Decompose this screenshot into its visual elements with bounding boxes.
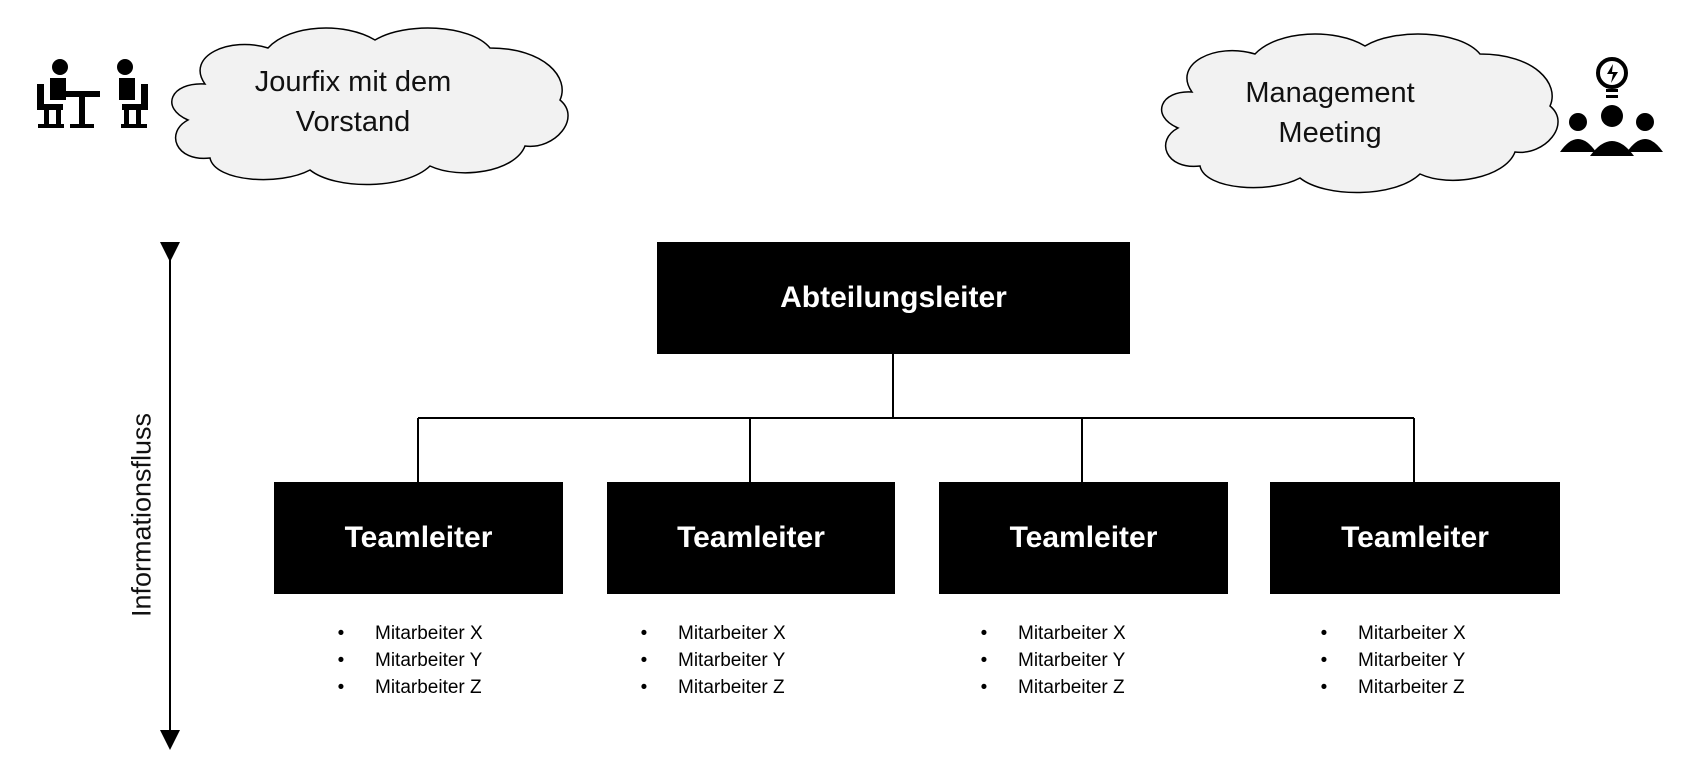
team-box-3: Teamleiter [939, 482, 1228, 594]
member-list-3: Mitarbeiter X Mitarbeiter Y Mitarbeiter … [976, 620, 1126, 701]
cloud-right-shape [1160, 33, 1559, 194]
list-item: Mitarbeiter Y [1316, 647, 1466, 674]
list-item: Mitarbeiter X [976, 620, 1126, 647]
meeting-table-icon [37, 59, 148, 128]
list-item: Mitarbeiter Z [636, 674, 786, 701]
list-item: Mitarbeiter Z [333, 674, 483, 701]
team-box-4: Teamleiter [1270, 482, 1560, 594]
list-item: Mitarbeiter Y [976, 647, 1126, 674]
cloud-left-shape [171, 27, 569, 186]
team-box-1: Teamleiter [274, 482, 563, 594]
cloud-right-text: Management Meeting [1220, 73, 1440, 153]
list-item: Mitarbeiter Y [333, 647, 483, 674]
information-flow-label: Informationsfluss [126, 412, 157, 618]
cloud-left-text: Jourfix mit dem Vorstand [233, 62, 473, 142]
cloud-left-line2: Vorstand [295, 106, 411, 138]
list-item: Mitarbeiter X [1316, 620, 1466, 647]
member-list-2: Mitarbeiter X Mitarbeiter Y Mitarbeiter … [636, 620, 786, 701]
list-item: Mitarbeiter X [333, 620, 483, 647]
list-item: Mitarbeiter Z [976, 674, 1126, 701]
org-connectors [417, 354, 1415, 482]
head-box: Abteilungsleiter [657, 242, 1130, 354]
cloud-right-line1: Management [1245, 77, 1415, 109]
cloud-left-line1: Jourfix mit dem [254, 66, 452, 98]
list-item: Mitarbeiter Z [1316, 674, 1466, 701]
team-idea-icon [1560, 57, 1663, 156]
team-box-2: Teamleiter [607, 482, 895, 594]
cloud-right-line2: Meeting [1278, 117, 1382, 149]
list-item: Mitarbeiter Y [636, 647, 786, 674]
member-list-1: Mitarbeiter X Mitarbeiter Y Mitarbeiter … [333, 620, 483, 701]
list-item: Mitarbeiter X [636, 620, 786, 647]
member-list-4: Mitarbeiter X Mitarbeiter Y Mitarbeiter … [1316, 620, 1466, 701]
